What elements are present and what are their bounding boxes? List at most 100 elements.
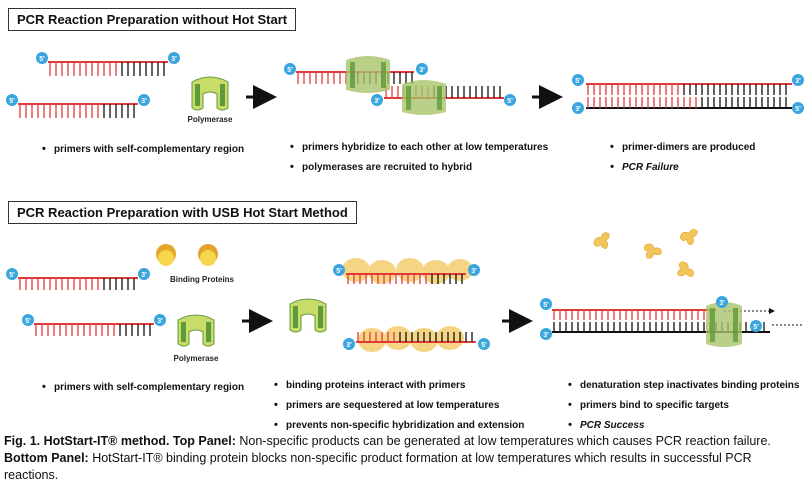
three-prime-end <box>371 94 383 106</box>
primer-dimer-product: 5' 3' 3' 5' <box>572 74 804 114</box>
three-prime-end <box>716 296 728 308</box>
top-primer-2: 5' 3' <box>6 94 150 118</box>
strand-ticks <box>553 310 711 320</box>
bullet-item: primers with self-complementary region <box>40 143 244 155</box>
three-prime-label: 3' <box>719 300 725 307</box>
five-prime-end <box>333 264 345 276</box>
five-prime-end <box>792 102 804 114</box>
three-prime-label: 3' <box>543 332 549 339</box>
three-prime-label: 3' <box>171 56 177 63</box>
inactivated-binding-proteins <box>593 229 698 277</box>
five-prime-end <box>478 338 490 350</box>
polymerase-icon <box>289 298 327 333</box>
caption-text: HotStart-IT® binding protein blocks non-… <box>4 451 752 482</box>
top-col1-bullets: primers with self-complementary region <box>40 143 244 164</box>
caption-title: Fig. 1. HotStart-IT® method. Top Panel: <box>4 434 236 448</box>
polymerase-icon: Polymerase <box>174 314 219 363</box>
strand-ticks <box>49 62 165 76</box>
five-prime-label: 5' <box>287 67 293 74</box>
polymerase-icon <box>346 56 390 93</box>
five-prime-end <box>6 268 18 280</box>
three-prime-label: 3' <box>795 78 801 85</box>
bullet-item: primers hybridize to each other at low t… <box>288 141 548 153</box>
strand-ticks <box>347 274 463 284</box>
top-col3-bullets: primer-dimers are produced PCR Failure <box>608 141 755 182</box>
pcr-failure-label: PCR Failure <box>608 161 755 173</box>
five-prime-label: 5' <box>575 78 581 85</box>
bottom-col3-bullets: denaturation step inactivates binding pr… <box>566 379 799 440</box>
binding-proteins-label: Binding Proteins <box>170 275 235 284</box>
top-primer-1: 5' 3' <box>36 52 180 76</box>
five-prime-label: 5' <box>507 98 513 105</box>
strand-ticks <box>587 84 787 95</box>
strand-ticks <box>35 324 151 336</box>
three-prime-end <box>343 338 355 350</box>
polymerase-label: Polymerase <box>188 115 233 124</box>
caption-bottom-label: Bottom Panel: <box>4 451 89 465</box>
five-prime-end <box>6 94 18 106</box>
three-prime-end <box>168 52 180 64</box>
five-prime-end <box>22 314 34 326</box>
top-col2-bullets: primers hybridize to each other at low t… <box>288 141 548 182</box>
three-prime-label: 3' <box>575 106 581 113</box>
five-prime-end <box>572 74 584 86</box>
inactivated-protein <box>643 243 662 259</box>
bullet-item: polymerases are recruited to hybrid <box>288 161 548 173</box>
three-prime-label: 3' <box>471 268 477 275</box>
bullet-item: prevents non-specific hybridization and … <box>272 419 524 431</box>
pcr-success-label: PCR Success <box>566 419 799 431</box>
five-prime-label: 5' <box>25 318 31 325</box>
inactivated-protein <box>679 229 698 246</box>
three-prime-end <box>540 328 552 340</box>
polymerase-icon: Polymerase <box>188 76 233 124</box>
three-prime-end <box>792 74 804 86</box>
three-prime-end <box>468 264 480 276</box>
five-prime-label: 5' <box>543 302 549 309</box>
bullet-item: primers with self-complementary region <box>40 381 244 393</box>
bullet-item: binding proteins interact with primers <box>272 379 524 391</box>
bottom-panel-graphics: 5' 3' 5' 3' Binding Proteins Polymerase <box>6 229 804 363</box>
sequestered-primer-top: 5' 3' <box>333 258 480 284</box>
five-prime-end <box>504 94 516 106</box>
sequestered-primer-bottom: 3' 5' <box>343 326 490 352</box>
bottom-primer-2: 5' 3' <box>22 314 166 336</box>
three-prime-label: 3' <box>374 98 380 105</box>
three-prime-end <box>416 63 428 75</box>
three-prime-label: 3' <box>157 318 163 325</box>
top-panel-title: PCR Reaction Preparation without Hot Sta… <box>8 8 297 31</box>
polymerase-icon <box>402 80 446 115</box>
inactivated-protein <box>593 232 610 249</box>
bullet-item: primers are sequestered at low temperatu… <box>272 399 524 411</box>
strand-ticks <box>357 332 473 342</box>
strand-ticks <box>587 97 787 108</box>
top-panel-graphics: 5' 3' 5' 3' Polymerase <box>6 52 804 124</box>
bullet-item: primers bind to specific targets <box>566 399 799 411</box>
three-prime-end <box>138 94 150 106</box>
bullet-item: denaturation step inactivates binding pr… <box>566 379 799 391</box>
five-prime-end <box>750 320 762 332</box>
three-prime-label: 3' <box>419 67 425 74</box>
caption-text: Non-specific products can be generated a… <box>235 434 771 448</box>
three-prime-end <box>572 102 584 114</box>
five-prime-end <box>284 63 296 75</box>
binding-proteins-icon: Binding Proteins <box>156 244 235 284</box>
three-prime-label: 3' <box>141 98 147 105</box>
pcr-diagram: 5' 3' 5' 3' Polymerase <box>6 52 804 363</box>
five-prime-end <box>540 298 552 310</box>
specific-target-duplex: 5' 3' 3' 5' <box>540 296 804 347</box>
polymerase-icon <box>706 302 742 347</box>
five-prime-label: 5' <box>9 272 15 279</box>
bottom-col2-bullets: binding proteins interact with primers p… <box>272 379 524 440</box>
five-prime-label: 5' <box>481 342 487 349</box>
bottom-primer-1: 5' 3' <box>6 268 150 290</box>
three-prime-end <box>138 268 150 280</box>
five-prime-label: 5' <box>753 324 759 331</box>
bottom-panel-title: PCR Reaction Preparation with USB Hot St… <box>8 201 357 224</box>
five-prime-label: 5' <box>795 106 801 113</box>
strand-ticks <box>19 104 135 118</box>
three-prime-label: 3' <box>141 272 147 279</box>
figure-caption: Fig. 1. HotStart-IT® method. Top Panel: … <box>4 433 804 484</box>
inactivated-protein <box>677 261 694 277</box>
polymerase-label: Polymerase <box>174 354 219 363</box>
five-prime-label: 5' <box>336 268 342 275</box>
